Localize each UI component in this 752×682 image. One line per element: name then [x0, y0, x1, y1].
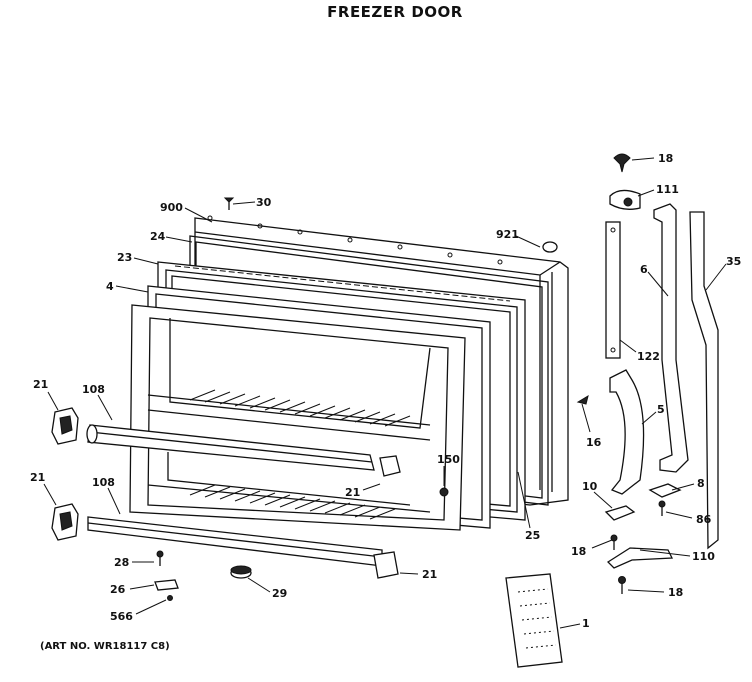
callout-29: 29 [272, 587, 287, 600]
art-number-caption: (ART NO. WR18117 C8) [40, 641, 170, 652]
upper-shelf-ribs [189, 389, 411, 427]
callout-86: 86 [696, 513, 712, 526]
leader-lines [43, 157, 727, 629]
shelf-bar-108-upper [86, 424, 375, 471]
callout-110: 110 [692, 550, 715, 563]
shelf-bar-108-lower [87, 516, 383, 567]
callout-21-lower-left: 21 [30, 471, 45, 484]
parts-bag-1 [505, 573, 563, 668]
lower-shelf-ribs [189, 484, 396, 520]
callout-23: 23 [117, 251, 132, 264]
callout-30: 30 [256, 196, 272, 209]
callout-18: 18 [658, 152, 673, 165]
callout-25: 25 [525, 529, 540, 542]
door-seal-strip-35 [689, 211, 719, 550]
callout-28: 28 [114, 556, 129, 569]
callout-21-center: 21 [345, 486, 360, 499]
callout-18-middle: 18 [571, 545, 586, 558]
callout-5: 5 [657, 403, 665, 416]
callout-labels: 18 111 35 6 122 900 30 24 921 23 4 5 16 … [30, 152, 741, 630]
diagram-title: FREEZER DOOR [327, 3, 463, 21]
door-liner [129, 304, 466, 531]
callout-26: 26 [110, 583, 126, 596]
callout-108-lower: 108 [92, 476, 115, 489]
callout-566: 566 [110, 610, 133, 623]
hinge-strip-122 [605, 221, 621, 359]
callout-111: 111 [656, 183, 679, 196]
callout-8: 8 [697, 477, 705, 490]
small-hardware [154, 153, 682, 601]
hinge-bracket-6 [653, 203, 689, 473]
callout-1: 1 [582, 617, 590, 630]
callout-921: 921 [496, 228, 519, 241]
callout-16: 16 [586, 436, 602, 449]
callout-18-lower: 18 [668, 586, 683, 599]
callout-21-upper-left: 21 [33, 378, 48, 391]
shelf-end-caps [51, 407, 401, 579]
callout-21-lower-right: 21 [422, 568, 437, 581]
callout-24: 24 [150, 230, 166, 243]
callout-150: 150 [437, 453, 460, 466]
callout-6: 6 [640, 263, 648, 276]
callout-35: 35 [726, 255, 741, 268]
callout-900: 900 [160, 201, 183, 214]
door-handle-5 [609, 369, 645, 495]
callout-108-upper: 108 [82, 383, 105, 396]
callout-10: 10 [582, 480, 598, 493]
callout-4: 4 [106, 280, 114, 293]
callout-122: 122 [637, 350, 660, 363]
